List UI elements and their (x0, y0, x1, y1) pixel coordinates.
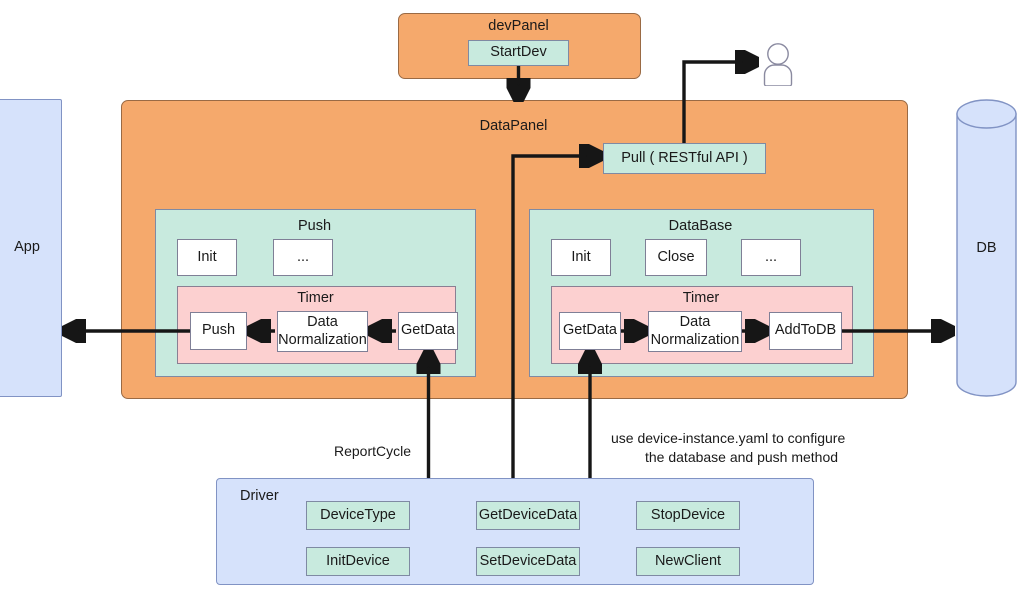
push-timer-step-getdata-label: GetData (401, 322, 455, 339)
driver-node-devicetype[interactable]: DeviceType (306, 501, 410, 530)
database-method-init[interactable]: Init (551, 239, 611, 276)
yaml-config-note-line1: use device-instance.yaml to configure (611, 430, 846, 446)
database-method-close-label: Close (657, 248, 695, 265)
push-method-more[interactable]: ... (273, 239, 333, 276)
yaml-config-note-line2: the database and push method (645, 449, 839, 465)
user-actor-shape (763, 43, 793, 87)
driver-node-devicetype-label: DeviceType (320, 506, 396, 523)
startdev-label: StartDev (490, 44, 547, 61)
push-method-init-label: Init (197, 248, 217, 265)
database-method-more-label: ... (764, 248, 778, 265)
push-method-init[interactable]: Init (177, 239, 237, 276)
database-method-close[interactable]: Close (645, 239, 707, 276)
database-timer-step-getdata-label: GetData (563, 322, 617, 339)
push-group-title: Push (297, 218, 332, 234)
driver-node-getdevicedata-label: GetDeviceData (478, 506, 578, 523)
driver-node-newclient[interactable]: NewClient (636, 547, 740, 576)
database-timer-step-addtodb-label: AddToDB (774, 322, 837, 339)
driver-node-stopdevice-label: StopDevice (650, 506, 726, 523)
push-timer-step-push-label: Push (201, 322, 236, 339)
database-timer-step-addtodb[interactable]: AddToDB (769, 312, 842, 350)
push-timer-step-data-normalization-label: Data Normalization (278, 314, 367, 348)
db-cylinder-shape (956, 99, 1017, 397)
database-group-title: DataBase (668, 218, 733, 234)
devpanel-title: devPanel (488, 18, 549, 34)
push-timer-step-getdata[interactable]: GetData (398, 312, 458, 350)
push-timer-step-data-normalization[interactable]: Data Normalization (277, 311, 368, 352)
push-timer-step-push[interactable]: Push (190, 312, 247, 350)
database-timer-step-data-normalization[interactable]: Data Normalization (648, 311, 742, 352)
driver-node-initdevice-label: InitDevice (326, 552, 390, 569)
driver-node-setdevicedata[interactable]: SetDeviceData (476, 547, 580, 576)
driver-node-stopdevice[interactable]: StopDevice (636, 501, 740, 530)
startdev-node[interactable]: StartDev (468, 40, 569, 66)
driver-node-initdevice[interactable]: InitDevice (306, 547, 410, 576)
app-label: App (14, 239, 40, 256)
user-actor-icon[interactable] (758, 42, 798, 91)
push-method-more-label: ... (296, 248, 310, 265)
datapanel-title: DataPanel (479, 118, 548, 134)
driver-node-newclient-label: NewClient (654, 552, 722, 569)
database-timer-title: Timer (682, 290, 720, 306)
app-block[interactable]: App (0, 99, 62, 397)
pull-restful-api-node[interactable]: Pull ( RESTful API ) (603, 143, 766, 174)
driver-node-getdevicedata[interactable]: GetDeviceData (476, 501, 580, 530)
database-timer-step-data-normalization-label: Data Normalization (650, 314, 740, 348)
pull-restful-api-label: Pull ( RESTful API ) (621, 149, 748, 166)
driver-node-setdevicedata-label: SetDeviceData (479, 552, 577, 569)
db-label: DB (976, 240, 997, 256)
driver-title: Driver (240, 488, 279, 504)
report-cycle-label: ReportCycle (334, 443, 412, 459)
database-method-init-label: Init (571, 248, 591, 265)
db-cylinder[interactable]: DB (955, 98, 1018, 398)
database-timer-step-getdata[interactable]: GetData (559, 312, 621, 350)
push-timer-title: Timer (297, 290, 334, 306)
database-method-more[interactable]: ... (741, 239, 801, 276)
